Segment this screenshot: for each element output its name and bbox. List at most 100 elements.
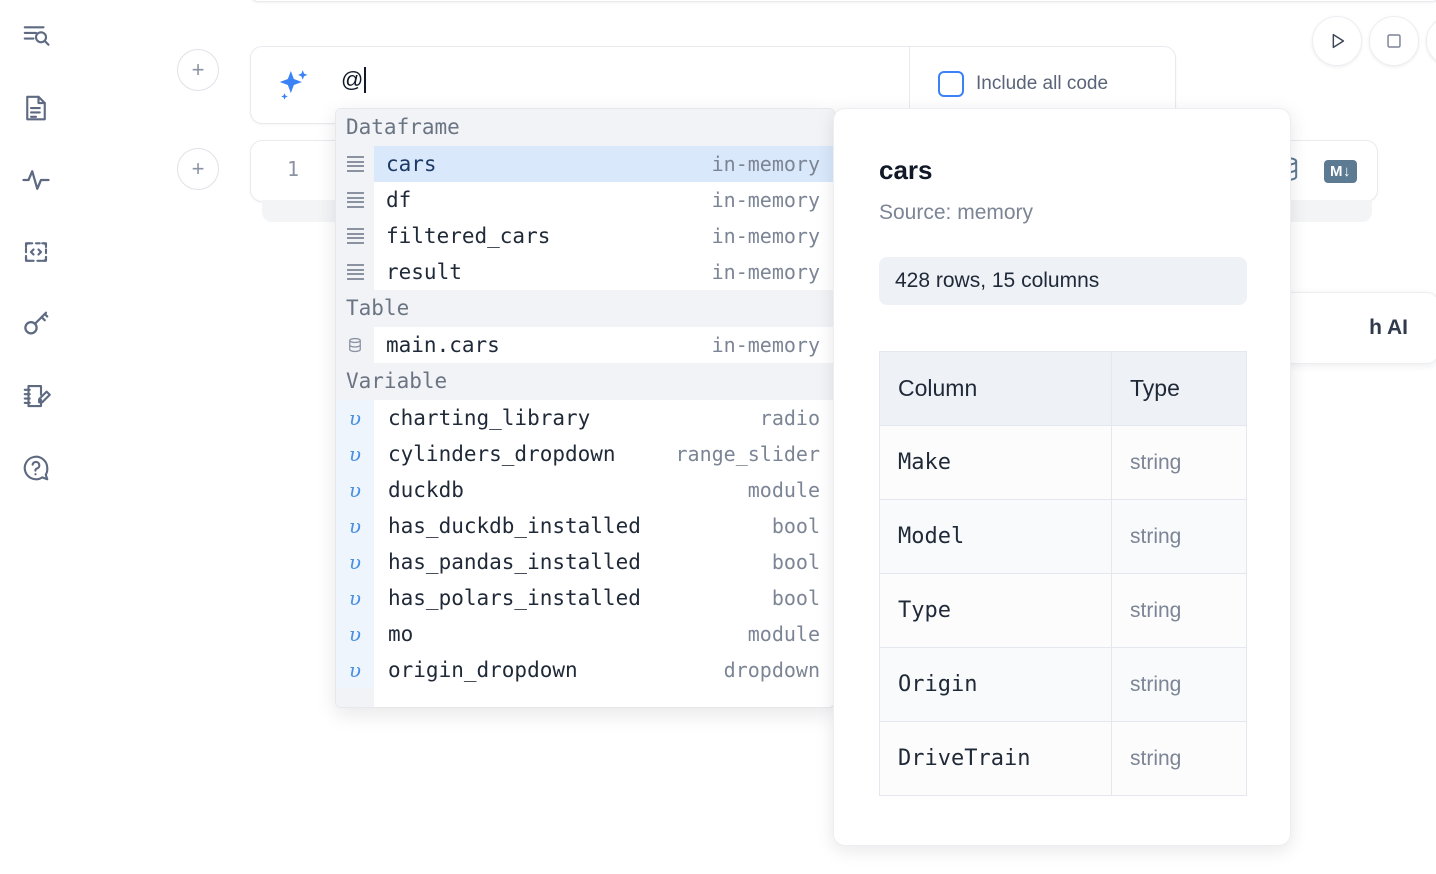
ai-prompt-input[interactable]: @ — [341, 67, 366, 93]
previous-cell-edge — [250, 0, 1436, 2]
sidebar-item-files[interactable] — [14, 86, 58, 130]
variable-icon: υ — [336, 472, 374, 508]
detail-column-type: string — [1111, 721, 1247, 796]
autocomplete-item-type: in-memory — [711, 224, 820, 248]
sidebar-item-scratchpad[interactable] — [14, 374, 58, 418]
autocomplete-item[interactable]: cars in-memory — [336, 146, 834, 182]
activity-icon — [21, 165, 51, 195]
autocomplete-item-type: in-memory — [711, 260, 820, 284]
autocomplete-item-name: cylinders_dropdown — [388, 442, 616, 466]
run-button[interactable] — [1312, 16, 1362, 66]
sidebar-item-snippets[interactable] — [14, 230, 58, 274]
add-cell-button-bottom[interactable]: + — [177, 148, 219, 190]
add-cell-button-top[interactable]: + — [177, 49, 219, 91]
detail-shape-badge: 428 rows, 15 columns — [879, 257, 1247, 305]
dataframe-icon — [336, 254, 374, 290]
autocomplete-item-type: in-memory — [711, 152, 820, 176]
detail-column-type: string — [1111, 425, 1247, 500]
autocomplete-group-header: Dataframe — [336, 109, 834, 146]
detail-title: cars — [879, 155, 933, 185]
autocomplete-item-name: df — [386, 188, 412, 212]
detail-table-header: Column — [879, 351, 1112, 426]
key-icon — [21, 309, 51, 339]
dataframe-icon — [336, 182, 374, 218]
autocomplete-item[interactable]: filtered_cars in-memory — [336, 218, 834, 254]
detail-column-name: DriveTrain — [879, 721, 1112, 796]
autocomplete-item-name: has_polars_installed — [388, 586, 641, 610]
variable-icon: υ — [336, 616, 374, 652]
include-all-code-label: Include all code — [976, 73, 1109, 94]
help-chat-icon — [21, 453, 51, 483]
document-icon — [21, 93, 51, 123]
sidebar-item-explore[interactable] — [14, 14, 58, 58]
sidebar-rail — [0, 0, 72, 874]
detail-column-name: Model — [879, 499, 1112, 574]
generate-with-ai-label: h AI — [1369, 316, 1408, 339]
autocomplete-group-header: Table — [336, 290, 834, 327]
sidebar-item-help[interactable] — [14, 446, 58, 490]
more-options-button[interactable] — [1426, 16, 1436, 66]
explore-icon — [21, 21, 51, 51]
sparkle-icon — [275, 67, 313, 110]
autocomplete-item-name: origin_dropdown — [388, 658, 578, 682]
variable-icon: υ — [336, 544, 374, 580]
autocomplete-item-type: radio — [759, 406, 820, 430]
stop-button[interactable] — [1369, 16, 1419, 66]
markdown-badge[interactable]: M↓ — [1324, 160, 1357, 183]
autocomplete-item-name: charting_library — [388, 406, 591, 430]
ai-cell-options: Include all code — [909, 47, 1175, 125]
detail-column-type: string — [1111, 647, 1247, 722]
sidebar-item-secrets[interactable] — [14, 302, 58, 346]
autocomplete-item-type: in-memory — [711, 333, 820, 357]
detail-column-name: Origin — [879, 647, 1112, 722]
autocomplete-item-type: module — [747, 622, 820, 646]
autocomplete-item-name: mo — [388, 622, 414, 646]
dataframe-icon — [346, 192, 364, 208]
variable-icon: υ — [336, 436, 374, 472]
notebook-edit-icon — [21, 381, 51, 411]
detail-table-header: Type — [1111, 351, 1247, 426]
variable-icon: υ — [336, 652, 374, 688]
detail-column-type: string — [1111, 499, 1247, 574]
dataframe-detail-panel: cars Source: memory 428 rows, 15 columns… — [833, 108, 1291, 846]
dataframe-icon — [336, 218, 374, 254]
dataframe-icon — [346, 264, 364, 280]
detail-column-name: Make — [879, 425, 1112, 500]
plus-icon: + — [191, 156, 205, 181]
dataframe-icon — [336, 146, 374, 182]
autocomplete-item-type: bool — [771, 586, 820, 610]
plus-icon: + — [191, 57, 205, 82]
autocomplete-item-name: duckdb — [388, 478, 464, 502]
include-all-code-row[interactable]: Include all code — [938, 71, 1108, 97]
autocomplete-item-name: has_pandas_installed — [388, 550, 641, 574]
autocomplete-item-type: bool — [771, 514, 820, 538]
code-icon — [21, 237, 51, 267]
autocomplete-item-name: cars — [386, 152, 437, 176]
autocomplete-item-type: module — [747, 478, 820, 502]
ai-prompt-value: @ — [341, 67, 364, 92]
sidebar-item-activity[interactable] — [14, 158, 58, 202]
autocomplete-item-name: filtered_cars — [386, 224, 551, 248]
include-all-code-checkbox[interactable] — [938, 71, 964, 97]
